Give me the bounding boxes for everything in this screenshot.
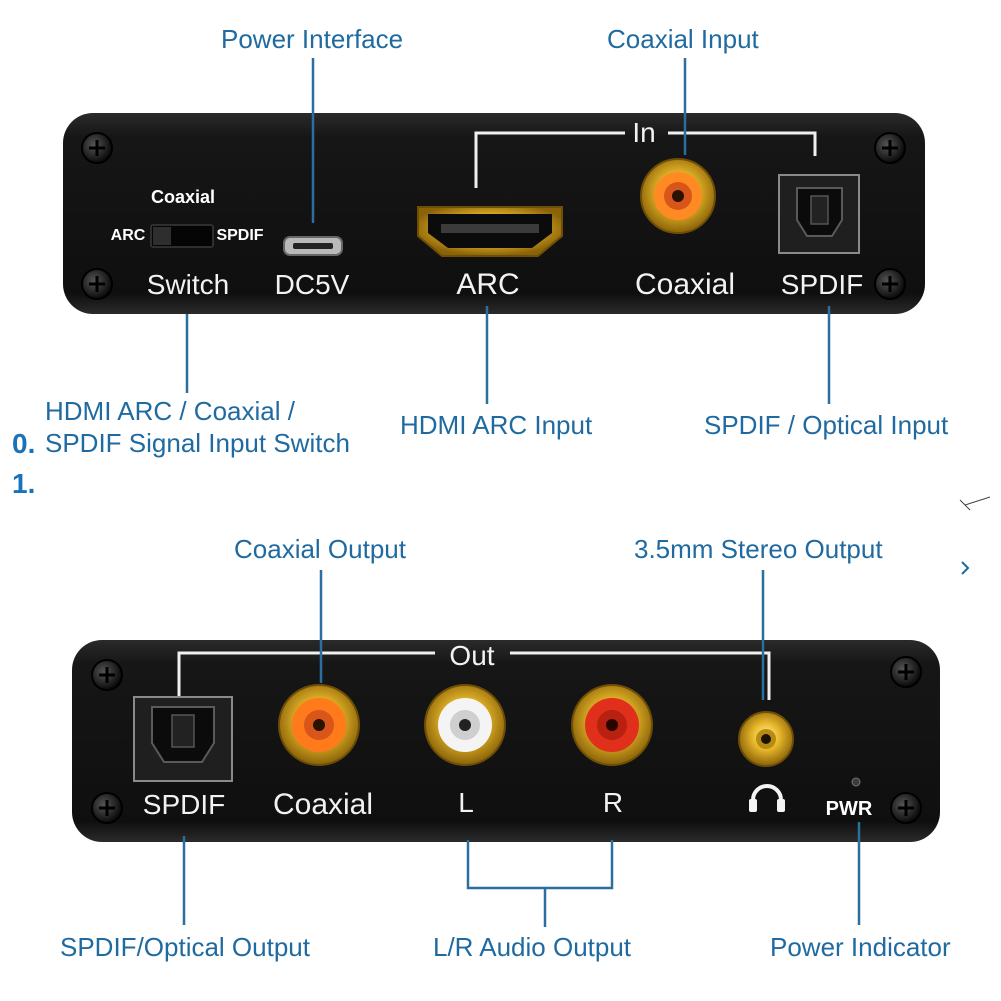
output-group-label: Out bbox=[449, 640, 494, 671]
left-audio-jack[interactable] bbox=[424, 684, 506, 766]
edge-mark bbox=[959, 496, 991, 511]
switch-right-label: SPDIF bbox=[216, 227, 263, 244]
screw-icon bbox=[874, 132, 906, 164]
input-switch-callout-line2: SPDIF Signal Input Switch bbox=[45, 428, 350, 458]
spdif-input-port[interactable] bbox=[778, 174, 860, 254]
output-leader-lines bbox=[182, 570, 861, 927]
coaxial-input-callout: Coaxial Input bbox=[607, 24, 759, 54]
power-interface-callout: Power Interface bbox=[221, 24, 404, 54]
dc5v-label: DC5V bbox=[275, 269, 350, 300]
hdmi-arc-input-callout: HDMI ARC Input bbox=[400, 410, 593, 440]
coaxial-output-label: Coaxial bbox=[273, 788, 373, 821]
headphones-icon bbox=[749, 784, 785, 812]
step-marker: 1. bbox=[12, 468, 36, 499]
stereo-3-5mm-jack[interactable] bbox=[738, 711, 794, 767]
screw-icon bbox=[81, 268, 113, 300]
input-leader-lines bbox=[185, 58, 831, 404]
step-marker: 0. bbox=[12, 428, 36, 459]
output-group-bracket bbox=[177, 651, 771, 700]
spdif-optical-output-callout: SPDIF/Optical Output bbox=[60, 932, 310, 962]
coaxial-input-jack[interactable] bbox=[640, 158, 716, 234]
right-audio-label: R bbox=[603, 787, 623, 818]
switch-label: Switch bbox=[147, 269, 229, 300]
screw-icon bbox=[890, 792, 922, 824]
coaxial-output-callout: Coaxial Output bbox=[234, 534, 406, 564]
input-switch-callout-line1: HDMI ARC / Coaxial / bbox=[45, 396, 295, 426]
spdif-optical-input-callout: SPDIF / Optical Input bbox=[704, 410, 949, 440]
screw-icon bbox=[81, 132, 113, 164]
screw-icon bbox=[91, 659, 123, 691]
spdif-input-label: SPDIF bbox=[781, 269, 863, 300]
hdmi-arc-port[interactable] bbox=[417, 206, 563, 257]
pwr-label: PWR bbox=[826, 798, 873, 820]
power-led-icon bbox=[851, 777, 861, 787]
screw-icon bbox=[91, 792, 123, 824]
lr-audio-output-callout: L/R Audio Output bbox=[433, 932, 632, 962]
stereo-output-callout: 3.5mm Stereo Output bbox=[634, 534, 883, 564]
power-indicator-callout: Power Indicator bbox=[770, 932, 951, 962]
output-panel-body bbox=[72, 640, 940, 842]
screw-icon bbox=[890, 656, 922, 688]
arc-label: ARC bbox=[456, 268, 519, 301]
screw-icon bbox=[874, 268, 906, 300]
right-audio-jack[interactable] bbox=[571, 684, 653, 766]
left-audio-label: L bbox=[458, 787, 474, 818]
spdif-output-label: SPDIF bbox=[143, 789, 225, 820]
coaxial-output-jack[interactable] bbox=[278, 684, 360, 766]
coaxial-input-label: Coaxial bbox=[635, 268, 735, 301]
edge-mark bbox=[961, 561, 970, 575]
switch-top-label: Coaxial bbox=[151, 187, 215, 207]
input-group-label: In bbox=[632, 117, 655, 148]
input-group-bracket bbox=[474, 131, 817, 188]
spdif-output-port[interactable] bbox=[133, 696, 233, 782]
switch-left-label: ARC bbox=[111, 227, 146, 244]
